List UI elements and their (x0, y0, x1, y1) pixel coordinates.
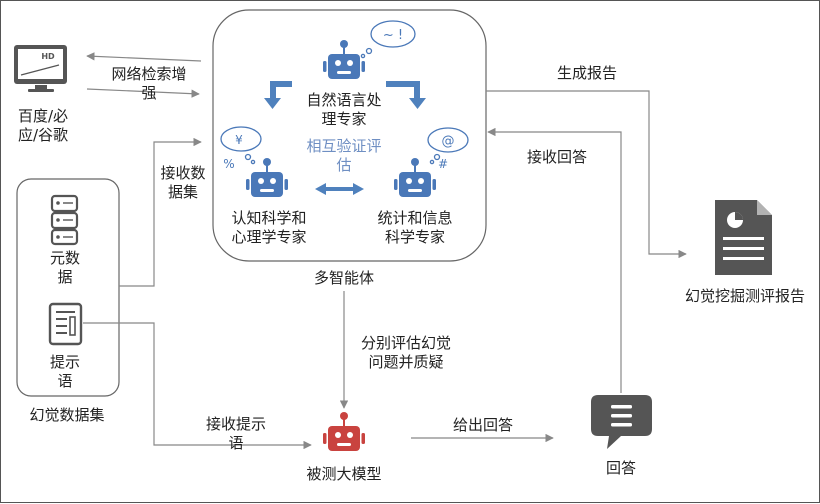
statistics-expert-label: 统计和信息 科学专家 (363, 209, 467, 247)
nlp-expert-line2: 理专家 (321, 110, 367, 128)
robot-target-model-icon (323, 412, 365, 451)
evaluate-line2: 问题并质疑 (368, 353, 444, 371)
evaluate-label: 分别评估幻觉 问题并质疑 (351, 334, 461, 372)
prompt-document-icon (48, 302, 83, 346)
receive-dataset-line2: 据集 (167, 183, 198, 201)
arrow-receive-prompt (83, 322, 312, 450)
thought-cloud-icon (427, 127, 469, 165)
statistics-expert-line2: 科学专家 (384, 228, 445, 246)
receive-answer-label: 接收回答 (526, 148, 587, 166)
mutual-verification-line2: 估 (336, 156, 352, 174)
dataset-title: 幻觉数据集 (29, 406, 105, 424)
metadata-label: 元数 据 (45, 249, 85, 287)
search-label-line1: 网络检索增 (111, 65, 187, 83)
thought-currency-text: ¥ (235, 133, 243, 147)
answer-label: 回答 (605, 459, 636, 477)
search-engines-line2: 应/谷歌 (17, 126, 69, 144)
report-document-icon (715, 200, 772, 275)
give-answer-label: 给出回答 (452, 416, 513, 434)
monitor-icon: HD (14, 45, 67, 92)
robot-cognitive-icon (246, 158, 288, 197)
arrow-search-out (86, 52, 202, 62)
answer-bubble-icon (591, 395, 652, 449)
mutual-verification-line1: 相互验证评 (306, 137, 382, 155)
search-engines-label: 百度/必 应/谷歌 (3, 107, 83, 145)
generate-report-label: 生成报告 (556, 64, 617, 82)
arrow-generate-report (486, 90, 687, 259)
target-model-label: 被测大模型 (306, 465, 382, 483)
robot-nlp-icon (323, 40, 365, 79)
thought-hash-text: # (438, 157, 448, 171)
blue-arrow-left (264, 81, 292, 109)
report-label: 幻觉挖掘测评报告 (684, 287, 805, 305)
server-icon (50, 194, 79, 246)
metadata-line1: 元数 (49, 249, 80, 267)
thought-at-text: @ (442, 134, 455, 149)
prompt-line1: 提示 (49, 353, 80, 371)
robot-statistics-icon (394, 158, 436, 197)
prompt-line2: 语 (57, 372, 73, 390)
svg-text:HD: HD (41, 52, 55, 61)
cognitive-expert-label: 认知科学和 心理学专家 (217, 209, 321, 247)
thought-cloud-icon (360, 20, 416, 59)
nlp-expert-label: 自然语言处 理专家 (291, 91, 397, 129)
nlp-expert-line1: 自然语言处 (306, 91, 382, 109)
prompt-label: 提示 语 (45, 353, 85, 391)
thought-cloud-icon (220, 126, 262, 165)
cognitive-expert-line1: 认知科学和 (231, 209, 307, 227)
search-label-line2: 强 (141, 84, 157, 102)
arrow-receive-answer (487, 127, 622, 393)
receive-prompt-line2: 语 (228, 434, 244, 452)
arrow-receive-dataset (119, 137, 202, 287)
receive-prompt-label: 接收提示 语 (196, 415, 276, 453)
thought-wave-text: ~ ! (383, 28, 403, 43)
metadata-line2: 据 (57, 268, 73, 286)
thought-percent-text: % (223, 157, 234, 171)
cognitive-expert-line2: 心理学专家 (231, 228, 307, 246)
search-label: 网络检索增 强 (93, 65, 205, 103)
evaluate-line1: 分别评估幻觉 (360, 334, 451, 352)
blue-arrow-double (315, 183, 364, 195)
blue-arrow-right (386, 81, 426, 109)
multi-agent-title: 多智能体 (313, 269, 374, 287)
statistics-expert-line1: 统计和信息 (377, 209, 453, 227)
multi-agent-box (212, 9, 487, 262)
arrow-search-in (86, 88, 200, 98)
receive-prompt-line1: 接收提示 (205, 415, 266, 433)
mutual-verification-label: 相互验证评 估 (291, 137, 397, 175)
dataset-box (16, 178, 120, 397)
search-engines-line1: 百度/必 (17, 107, 69, 125)
receive-dataset-line1: 接收数 (160, 164, 206, 182)
receive-dataset-label: 接收数 据集 (157, 164, 209, 202)
